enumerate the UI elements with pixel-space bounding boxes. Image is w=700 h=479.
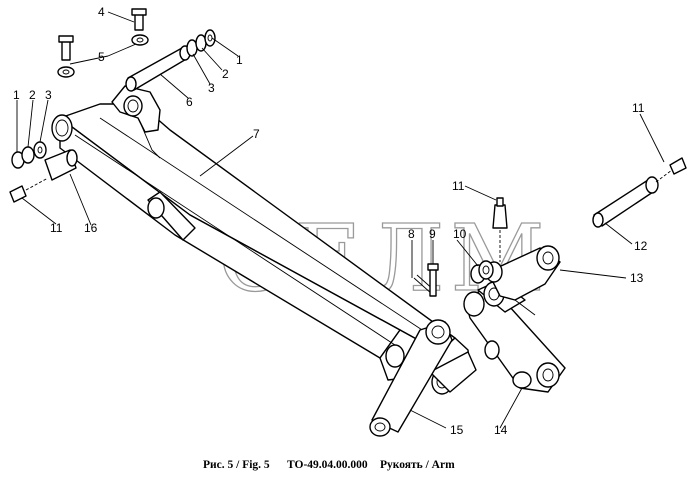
- callout-14: 14: [494, 423, 508, 437]
- caption-code: ТО-49.04.00.000: [287, 459, 368, 471]
- callout-11-mid: 11: [452, 179, 465, 193]
- callout-1-left: 1: [13, 88, 20, 102]
- callout-3-top: 3: [208, 81, 215, 95]
- callout-10: 10: [453, 227, 467, 241]
- rings-part-1-2-3-left: [11, 141, 47, 169]
- callout-labels: 4 5 1 2 3 6 7 1 2 3 11 16 11 12 13 11 8 …: [13, 5, 648, 437]
- link-part-14: [463, 279, 566, 393]
- callout-7: 7: [253, 127, 260, 141]
- callout-4: 4: [98, 5, 105, 19]
- callout-2-top: 2: [222, 67, 229, 81]
- callout-6: 6: [186, 95, 193, 109]
- pin-part-12: [592, 176, 659, 228]
- grease-nipple-11-right: [655, 157, 687, 183]
- pin-part-9: [427, 263, 439, 297]
- leader-lines: [16, 11, 665, 429]
- callout-1-top: 1: [236, 53, 243, 67]
- lever-part-15: [369, 319, 453, 437]
- bolt-part-4-left: [58, 35, 74, 61]
- rings-part-1-2-3-top: [186, 29, 216, 57]
- caption-name: Рукоять / Arm: [380, 459, 455, 471]
- washer-part-5-right: [131, 34, 149, 46]
- arm-body: [51, 85, 477, 395]
- washer-part-10: [470, 260, 494, 284]
- bushing-part-16: [44, 149, 78, 181]
- callout-5: 5: [98, 50, 105, 64]
- grease-nipple-11-mid: [492, 197, 508, 262]
- callout-12: 12: [634, 239, 648, 253]
- callout-11-right: 11: [632, 101, 645, 115]
- pin-part-6: [125, 45, 191, 92]
- bolt-part-4-right: [131, 8, 147, 31]
- callout-11-left: 11: [50, 221, 63, 235]
- figure-caption: Рис. 5 / Fig. 5 ТО-49.04.00.000 Рукоять …: [203, 459, 455, 471]
- callout-2-left: 2: [29, 88, 36, 102]
- callout-9: 9: [429, 227, 436, 241]
- callout-16: 16: [84, 221, 98, 235]
- grease-nipple-11-left: [9, 177, 49, 203]
- callout-3-left: 3: [45, 88, 52, 102]
- callout-15: 15: [450, 423, 464, 437]
- link-part-13: [485, 245, 561, 316]
- callout-8: 8: [408, 227, 415, 241]
- washer-part-5-left: [57, 66, 75, 78]
- caption-figure: Рис. 5 / Fig. 5: [203, 459, 270, 471]
- callout-13: 13: [630, 271, 644, 285]
